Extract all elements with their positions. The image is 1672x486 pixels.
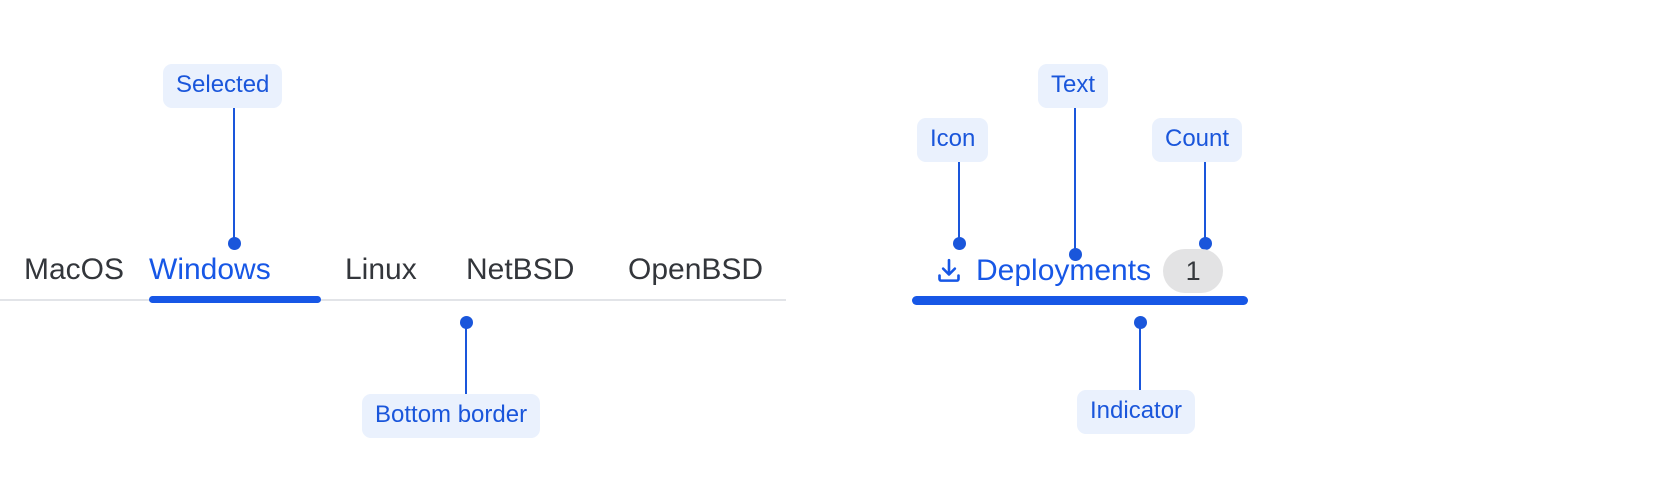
- tab-deployments-count-badge: 1: [1163, 249, 1224, 293]
- tab-macos[interactable]: MacOS: [24, 248, 124, 292]
- annotation-icon-leader-dot: [953, 237, 966, 250]
- annotation-icon-leader-line: [958, 162, 960, 243]
- tab-openbsd-label: OpenBSD: [628, 253, 764, 286]
- tab-windows-label: Windows: [149, 253, 271, 286]
- tab-netbsd[interactable]: NetBSD: [466, 248, 574, 292]
- annotation-icon-label: Icon: [917, 118, 989, 162]
- annotation-indicator-leader-line: [1139, 322, 1141, 390]
- annotation-selected-leader-dot: [228, 237, 241, 250]
- tab-bar-left: MacOS Windows Linux NetBSD OpenBSD: [0, 248, 786, 320]
- tab-deployments[interactable]: Deployments 1: [912, 248, 1245, 294]
- annotation-count-leader-line: [1204, 162, 1206, 243]
- tab-windows[interactable]: Windows: [149, 248, 271, 292]
- tab-netbsd-label: NetBSD: [466, 253, 575, 286]
- tab-deployments-label: Deployments: [976, 254, 1152, 287]
- annotation-count-label: Count: [1152, 118, 1243, 162]
- tab-bar-bottom-border: [0, 299, 786, 301]
- annotation-bottom-border-label: Bottom border: [362, 394, 541, 438]
- annotation-count-leader-dot: [1199, 237, 1212, 250]
- tab-openbsd[interactable]: OpenBSD: [628, 248, 763, 292]
- download-icon: [934, 256, 964, 286]
- annotation-text-leader-dot: [1069, 248, 1082, 261]
- annotation-text-label: Text: [1038, 64, 1109, 108]
- tab-linux[interactable]: Linux: [345, 248, 417, 292]
- tab-macos-label: MacOS: [24, 253, 125, 286]
- annotation-bottom-border-leader-line: [465, 322, 467, 394]
- annotation-indicator-label: Indicator: [1077, 390, 1196, 434]
- annotation-selected-label: Selected: [163, 64, 283, 108]
- tab-deployments-active-indicator: [912, 296, 1248, 305]
- tab-linux-label: Linux: [345, 253, 417, 286]
- annotation-text-leader-line: [1074, 108, 1076, 254]
- tab-windows-active-underline: [149, 296, 321, 303]
- annotation-selected-leader-line: [233, 108, 235, 243]
